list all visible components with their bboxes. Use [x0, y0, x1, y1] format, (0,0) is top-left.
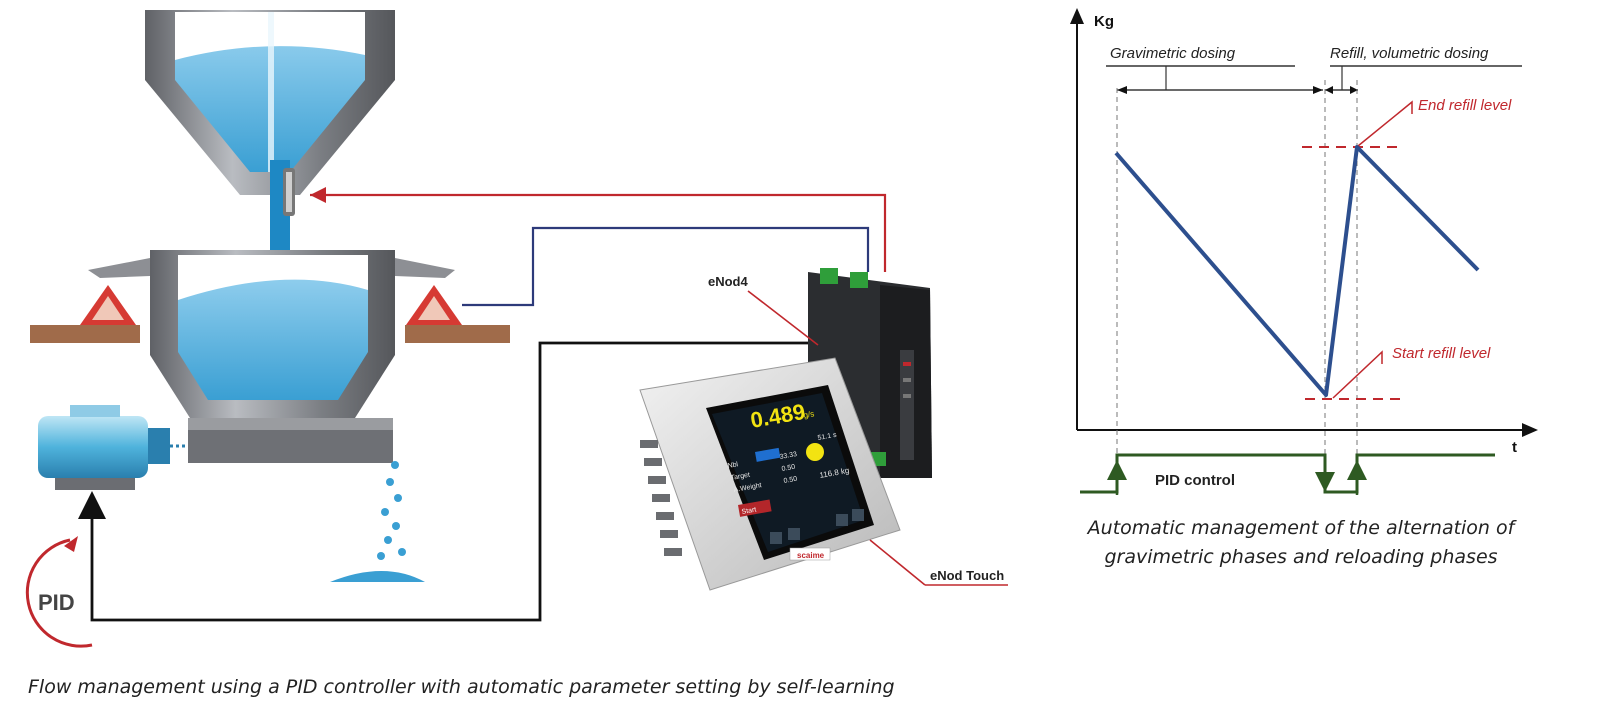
start-refill-label: Start refill level: [1392, 345, 1491, 362]
screen-flow-unit: g/s: [803, 409, 815, 420]
weight-profile-line: [1114, 145, 1480, 397]
screen-row3-value: 0.50: [783, 476, 798, 485]
screen-row3-label: A.Weight: [733, 482, 762, 494]
y-axis-label: Kg: [1094, 13, 1114, 30]
weighing-hopper: [88, 250, 455, 418]
screen-row1-label: Nbl: [727, 461, 739, 470]
pid-label: PID: [38, 590, 75, 615]
blue-signal-line: [462, 226, 870, 307]
red-arrow-head: [310, 187, 326, 203]
enod4-leader: [747, 290, 819, 346]
caption-left: Flow management using a PID controller w…: [28, 676, 895, 698]
phase-gravimetric-label: Gravimetric dosing: [1110, 45, 1236, 62]
enod-touch-label: eNod Touch: [930, 568, 1004, 583]
phase-refill-label: Refill, volumetric dosing: [1330, 45, 1489, 62]
screw-feeder: [188, 418, 393, 463]
screen-row2-label: Target: [730, 472, 750, 482]
motor: [38, 405, 188, 490]
x-axis-label: t: [1512, 439, 1517, 456]
enod4-label: eNod4: [708, 274, 749, 289]
pid-control-label: PID control: [1155, 472, 1235, 489]
falling-material: [330, 461, 425, 582]
pid-loop: PID: [25, 536, 93, 648]
screen-status-row: 51.1 s: [817, 432, 837, 442]
enod-touch-panel: [639, 357, 901, 591]
black-control-line: [78, 341, 810, 622]
brand-logo: scaime: [797, 551, 825, 560]
upper-hopper: [145, 10, 395, 195]
enod-touch-leader: [869, 539, 926, 586]
screen-start-button: Start: [741, 506, 757, 515]
pid-control-signal: [1080, 453, 1495, 494]
end-refill-label: End refill level: [1418, 97, 1512, 114]
caption-right: Automatic management of the alternation …: [1087, 517, 1515, 568]
screen-row2-value: 0.50: [781, 464, 796, 473]
red-signal-line: [310, 193, 887, 272]
load-cells: [30, 285, 510, 343]
screen-row1-value: 33.33: [779, 451, 798, 461]
weight-chart: Kg t Gravimetric dosing Refill, volumetr…: [1070, 8, 1538, 495]
